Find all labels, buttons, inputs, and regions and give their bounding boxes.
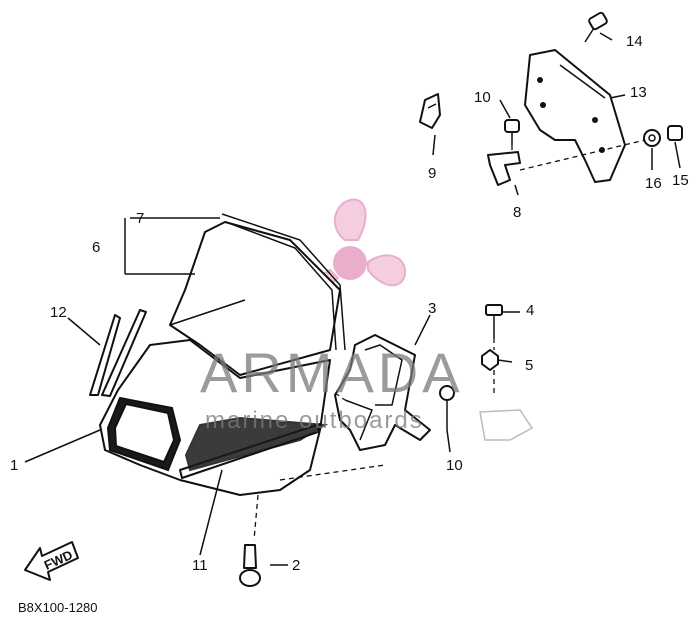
- side-trim-strips: [89, 309, 147, 397]
- leader-lines: [24, 32, 681, 566]
- callout-5: 5: [525, 357, 533, 374]
- screw-top: [504, 119, 520, 145]
- faint-bracket: [479, 409, 534, 441]
- fastener-part: [487, 151, 521, 186]
- watermark-text: ARMADA marine outboards: [200, 341, 464, 434]
- callout-15: 15: [672, 172, 689, 189]
- cowling-stay-bracket: [334, 334, 431, 451]
- callout-10-top: 10: [474, 89, 491, 106]
- callout-12: 12: [50, 304, 67, 321]
- forward-arrow: FWD: [24, 541, 79, 581]
- callout-1: 1: [10, 457, 18, 474]
- nut-right: [481, 349, 499, 371]
- forward-arrow-label: FWD: [42, 547, 75, 573]
- clip-part: [419, 93, 441, 129]
- callout-6: 6: [92, 239, 100, 256]
- callout-8: 8: [513, 204, 521, 221]
- watermark-tagline: marine outboards: [205, 407, 424, 434]
- callout-7: 7: [136, 210, 144, 227]
- callout-11: 11: [192, 557, 208, 574]
- windshield-screen: [169, 213, 346, 376]
- washer-nut: [643, 125, 683, 147]
- watermark-brand: ARMADA: [200, 341, 464, 404]
- callout-2: 2: [292, 557, 300, 574]
- screw-lower: [439, 385, 455, 430]
- callouts: 1 2 3 4 5 6 7 8 9 10 10 11 12 13 14 15 1…: [10, 33, 689, 574]
- callout-4: 4: [526, 302, 534, 319]
- callout-3: 3: [428, 300, 436, 317]
- callout-9: 9: [428, 165, 436, 182]
- callout-16: 16: [645, 175, 662, 192]
- callout-13: 13: [630, 84, 647, 101]
- callout-10-lower: 10: [446, 457, 463, 474]
- bolt-top: [584, 11, 608, 43]
- front-cowling: [99, 339, 331, 496]
- callout-14: 14: [626, 33, 643, 50]
- part-code-label: B8X100-1280: [18, 600, 98, 615]
- mounting-bracket: [524, 49, 626, 183]
- bolt-bottom: [239, 544, 261, 587]
- bolt-right: [485, 304, 503, 338]
